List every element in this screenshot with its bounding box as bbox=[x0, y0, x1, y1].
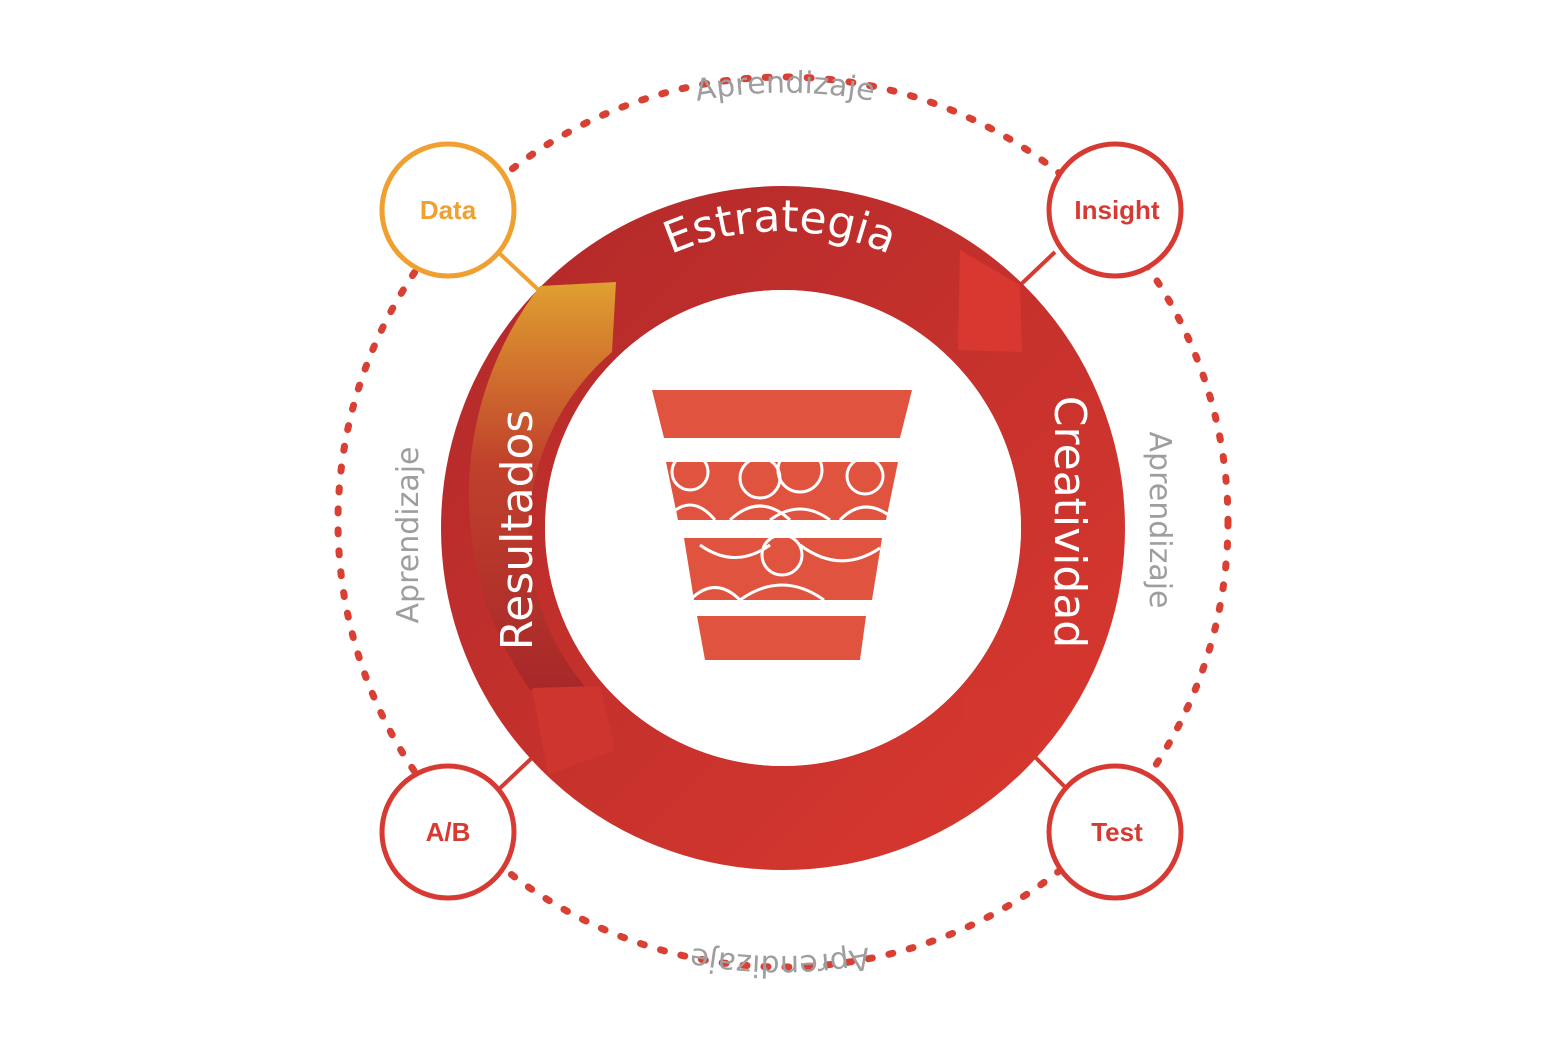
stage-label-resultados: Resultados bbox=[492, 410, 543, 651]
activacion-arrow-tip bbox=[532, 686, 615, 775]
learning-label-bottom: Aprendizaje bbox=[687, 940, 872, 983]
resultados-segment bbox=[468, 282, 616, 690]
creatividad-arrow-tip bbox=[962, 690, 1045, 754]
node-ab: A/B bbox=[379, 763, 517, 901]
estrategia-arrow-tip bbox=[958, 250, 1022, 352]
node-label-data: Data bbox=[420, 195, 477, 225]
node-label-insight: Insight bbox=[1074, 195, 1160, 225]
inner-disc bbox=[545, 290, 1021, 766]
node-data: Data bbox=[379, 141, 517, 279]
audience-funnel-icon bbox=[652, 390, 912, 660]
node-test: Test bbox=[1046, 763, 1184, 901]
learning-loop-dotted bbox=[334, 73, 1232, 971]
node-insight: Insight bbox=[1046, 141, 1184, 279]
learning-label-left: Aprendizaje bbox=[391, 446, 426, 623]
learning-label-top: Aprendizaje bbox=[692, 66, 877, 109]
learning-label-right: Aprendizaje bbox=[1142, 431, 1177, 608]
node-label-ab: A/B bbox=[426, 817, 471, 847]
stage-label-creatividad: Creatividad bbox=[1044, 396, 1095, 648]
node-label-test: Test bbox=[1091, 817, 1143, 847]
